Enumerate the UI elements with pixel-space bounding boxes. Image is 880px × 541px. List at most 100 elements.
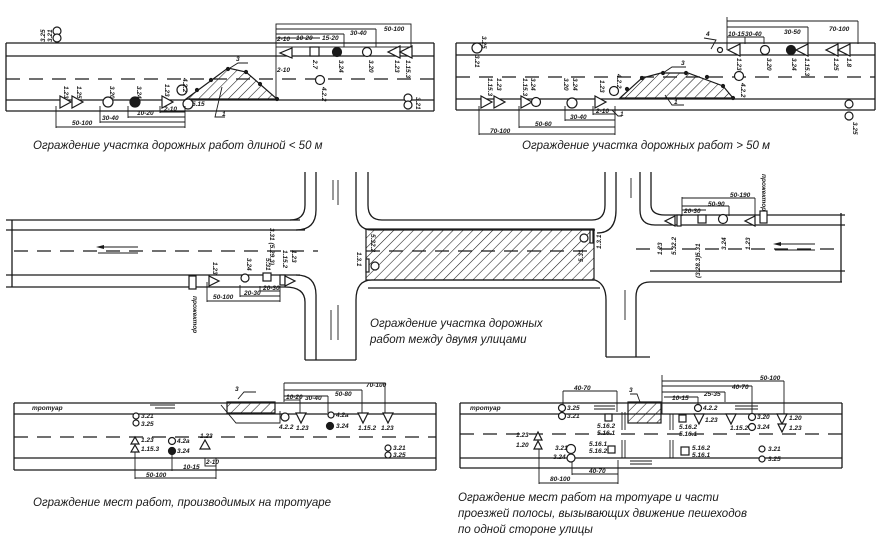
callout-3: 3: [235, 386, 239, 393]
svg-text:1.23: 1.23: [657, 242, 664, 255]
svg-text:1.15.3: 1.15.3: [404, 60, 411, 78]
information-sign-icon: [262, 272, 272, 282]
caption-sidewalk-lane-line1: Ограждение мест работ на тротуаре и част…: [458, 492, 719, 504]
svg-text:3.25: 3.25: [851, 122, 858, 135]
svg-text:4.2.2: 4.2.2: [278, 424, 294, 431]
svg-text:3.21: 3.21: [567, 413, 580, 420]
svg-text:3.20: 3.20: [765, 58, 772, 71]
svg-text:50-80: 50-80: [335, 391, 352, 398]
svg-text:1.15.2: 1.15.2: [730, 425, 748, 432]
svg-text:2-10: 2-10: [163, 106, 177, 113]
information-sign-icon: [309, 46, 320, 57]
warning-sign-icon: [743, 215, 756, 227]
sign-labels: 1.23 3.24 5.31 3.31 (5.29.3) 1.15.2 1.23…: [191, 174, 767, 333]
svg-text:1.3.1: 1.3.1: [355, 252, 362, 267]
svg-text:2-10: 2-10: [595, 108, 609, 115]
svg-text:1.23: 1.23: [393, 60, 400, 73]
svg-text:2.7: 2.7: [311, 59, 318, 69]
svg-text:1.3.1: 1.3.1: [596, 234, 603, 249]
svg-text:3.24: 3.24: [790, 58, 797, 71]
searchlight-label: прожектор: [191, 296, 198, 333]
svg-text:10-15: 10-15: [183, 464, 200, 471]
sign-group-right: [663, 210, 768, 227]
svg-text:1.15.2: 1.15.2: [358, 425, 376, 432]
direction-sign-icon: [182, 98, 194, 110]
svg-text:50-100: 50-100: [72, 120, 93, 127]
svg-text:1.25: 1.25: [832, 58, 839, 71]
svg-text:1.23: 1.23: [745, 237, 752, 250]
warning-sign-icon: [533, 430, 543, 441]
svg-text:10-15: 10-15: [728, 31, 745, 38]
svg-text:3.24: 3.24: [529, 78, 536, 91]
svg-text:1.23: 1.23: [495, 78, 502, 91]
svg-text:5.16.2: 5.16.2: [692, 445, 710, 452]
prohibitory-sign-icon: [325, 421, 335, 431]
svg-text:3.25: 3.25: [141, 421, 154, 428]
signs: [533, 403, 788, 463]
svg-text:3.25: 3.25: [40, 29, 47, 42]
warning-sign-icon: [493, 94, 507, 110]
warning-sign-icon: [520, 94, 534, 110]
svg-text:10-20: 10-20: [286, 394, 303, 401]
sign-group-upper: [278, 45, 413, 110]
sign-icon: [403, 100, 413, 110]
warning-sign-icon: [382, 412, 394, 425]
caption-sidewalk-lane-line3: по одной стороне улицы: [458, 524, 593, 536]
svg-text:4.2.2: 4.2.2: [702, 405, 718, 412]
svg-text:4.2.2: 4.2.2: [320, 86, 327, 102]
svg-text:3.24: 3.24: [721, 237, 728, 250]
callout-3: 3: [681, 60, 685, 67]
svg-text:1.15.3: 1.15.3: [803, 58, 810, 76]
warning-sign-icon: [208, 275, 221, 287]
svg-text:3.21: 3.21: [141, 413, 154, 420]
svg-text:4.2а: 4.2а: [335, 412, 349, 419]
svg-text:3.20: 3.20: [108, 86, 115, 99]
direction-sign-icon: [693, 403, 703, 413]
svg-text:1.23: 1.23: [516, 432, 529, 439]
sign-labels: 3.21 3.25 1.23 1.15.3 4.2а 3.24 1.23 4.2…: [141, 412, 406, 459]
svg-text:4.2.2: 4.2.2: [615, 73, 622, 89]
callout-4: 4: [705, 31, 710, 38]
svg-text:80-100: 80-100: [550, 476, 571, 483]
prohibitory-sign-icon: [331, 46, 343, 58]
dimension-lines: 40-70 80-100 40-70 50-100 40-70 25-35 10…: [538, 375, 785, 484]
callout-3: 3: [236, 56, 240, 63]
svg-text:3.24: 3.24: [553, 454, 566, 461]
warning-sign-icon: [480, 94, 494, 110]
svg-text:40-70: 40-70: [588, 468, 606, 475]
svg-text:5.31: 5.31: [264, 258, 271, 271]
sign-labels: 3.25 3.21 1.15.3 1.23 1.15.3 3.24 3.20 3…: [473, 36, 858, 135]
sign-icon: [132, 419, 140, 427]
svg-text:20-30: 20-30: [683, 208, 701, 215]
svg-text:5.31: 5.31: [695, 243, 702, 256]
svg-text:70-100: 70-100: [366, 382, 387, 389]
information-sign-icon: [678, 414, 687, 423]
prohibitory-sign-icon: [361, 46, 373, 58]
svg-text:5.16.1: 5.16.1: [589, 441, 607, 448]
diagram-work-zone-between-intersections: 1.23 3.24 5.31 3.31 (5.29.3) 1.15.2 1.23…: [6, 172, 845, 361]
caption-between-intersections-line1: Ограждение участка дорожных: [370, 318, 543, 330]
prohibitory-sign-icon: [566, 453, 576, 463]
svg-text:30-40: 30-40: [305, 395, 322, 402]
svg-text:10-20: 10-20: [137, 110, 154, 117]
svg-text:3.21: 3.21: [414, 97, 421, 110]
warning-sign-icon: [776, 413, 788, 426]
svg-text:10-20: 10-20: [296, 35, 313, 42]
svg-text:1.23: 1.23: [598, 80, 605, 93]
dimension-lines-upper: 70-100 30-50 30-40 10-15: [726, 17, 859, 50]
svg-text:3.20: 3.20: [757, 414, 770, 421]
sign-icon: [132, 412, 140, 420]
svg-text:1.23: 1.23: [163, 84, 170, 97]
barrier-icon: [676, 214, 682, 227]
svg-text:3.25: 3.25: [567, 405, 580, 412]
prohibitory-sign-icon: [530, 96, 542, 108]
warning-sign-icon: [824, 43, 839, 57]
svg-text:3.21: 3.21: [768, 446, 781, 453]
svg-text:1.23: 1.23: [705, 417, 718, 424]
svg-text:1.15.3: 1.15.3: [141, 446, 159, 453]
svg-text:3.21: 3.21: [473, 55, 480, 68]
work-zone-hatched: [365, 228, 595, 281]
svg-text:50-100: 50-100: [384, 26, 405, 33]
sign-icon: [557, 403, 567, 413]
lamp-icon: [716, 46, 724, 54]
